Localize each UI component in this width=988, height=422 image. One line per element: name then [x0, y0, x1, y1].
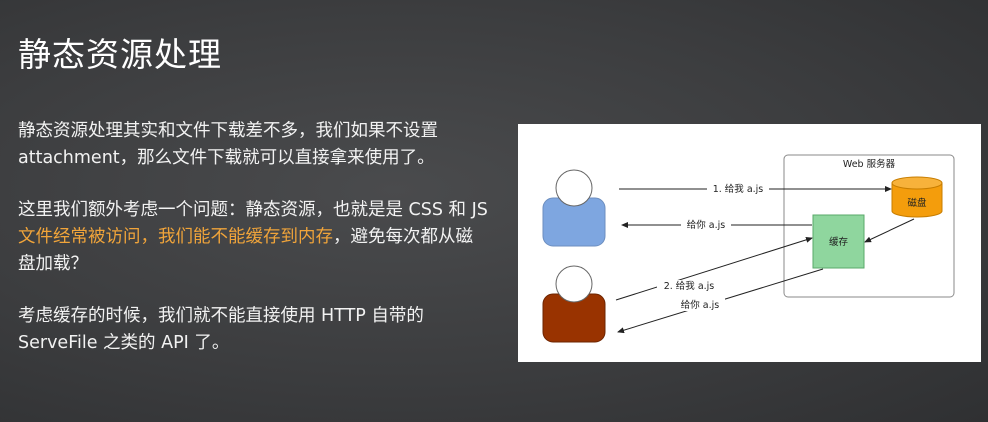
- user-2-icon: [542, 265, 606, 343]
- arrow-disk-to-cache: [864, 218, 915, 243]
- body-text: 静态资源处理其实和文件下载差不多，我们如果不设置 attachment，那么文件…: [18, 118, 488, 382]
- paragraph-3: 考虑缓存的时候，我们就不能直接使用 HTTP 自带的 ServeFile 之类的…: [18, 306, 424, 353]
- paragraph-2-start: 这里我们额外考虑一个问题：静态资源，也就是是 CSS 和 JS: [18, 200, 488, 220]
- user-1-icon: [542, 169, 606, 247]
- disk-icon: [891, 176, 943, 218]
- cache-diagram: Web 服务器 磁盘 缓存 1. 给我 a.js 给你 a.js: [518, 124, 981, 362]
- cache-label: 缓存: [829, 236, 849, 248]
- page-title: 静态资源处理: [18, 35, 222, 74]
- arrow-request-1-label: 1. 给我 a.js: [713, 183, 764, 195]
- arrow-response-1-label: 给你 a.js: [687, 219, 726, 231]
- paragraph-2: 这里我们额外考虑一个问题：静态资源，也就是是 CSS 和 JS 文件经常被访问，…: [18, 197, 488, 278]
- web-server-box: [783, 154, 955, 298]
- paragraph-2-highlight: 文件经常被访问，我们能不能缓存到内存: [18, 227, 333, 247]
- paragraph-1: 静态资源处理其实和文件下载差不多，我们如果不设置 attachment，那么文件…: [18, 121, 438, 168]
- arrow-request-2-label: 2. 给我 a.js: [664, 280, 715, 292]
- paragraph-2-end: ，避免每次都从磁盘加载？: [18, 227, 473, 274]
- arrow-request-2: [615, 236, 813, 301]
- diagram-svg: Web 服务器 磁盘 缓存 1. 给我 a.js 给你 a.js: [542, 154, 955, 343]
- web-server-label: Web 服务器: [843, 158, 896, 170]
- disk-label: 磁盘: [907, 197, 927, 209]
- cache-box: [812, 214, 865, 269]
- arrow-response-2-label: 给你 a.js: [681, 299, 720, 311]
